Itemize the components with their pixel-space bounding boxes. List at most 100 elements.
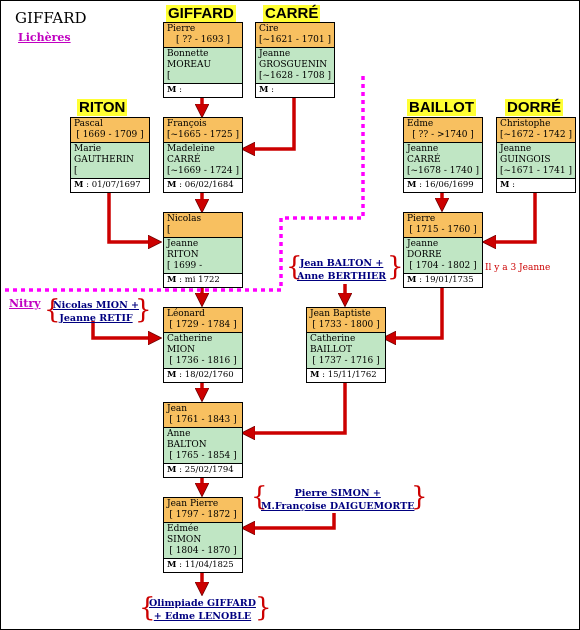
dotted-boundary xyxy=(3,76,365,292)
husband-cell: Cire[~1621 - 1701 ] xyxy=(256,23,334,48)
husband-cell: Pascal[ 1669 - 1709 ] xyxy=(71,118,149,143)
husband-name: Jean Baptiste xyxy=(310,309,371,319)
husband-name: François xyxy=(167,119,207,129)
marriage-row: M : mi 1722 xyxy=(164,274,242,287)
couple-link-simon-daiguemorte[interactable]: Pierre SIMON + M.Françoise DAIGUEMORTE xyxy=(261,487,414,513)
wife-name: Jeanne xyxy=(407,239,439,249)
wife-surname: CARRÉ xyxy=(167,155,201,165)
place-liche-res[interactable]: Lichères xyxy=(18,31,71,44)
surname-giffard: GIFFARD xyxy=(166,5,236,22)
husband-name: Edme xyxy=(407,119,434,129)
marriage-date: 25/02/1794 xyxy=(184,465,234,475)
brace-left-icon: { xyxy=(44,295,61,325)
couple-line1[interactable]: Nicolas MION + xyxy=(53,300,140,311)
marriage-label: M xyxy=(167,370,177,380)
husband-dates: [~1621 - 1701 ] xyxy=(259,35,331,45)
couple-line1[interactable]: Pierre SIMON + xyxy=(294,488,381,499)
connector-arrow xyxy=(107,191,159,242)
couple-line2[interactable]: Anne BERTHIER xyxy=(297,271,387,282)
wife-dates: [~1678 - 1740 ] xyxy=(407,166,479,176)
marriage-row: M : 16/06/1699 xyxy=(404,179,482,192)
marriage-label: M xyxy=(259,85,269,95)
wife-dates: [ xyxy=(167,71,171,81)
husband-name: Pascal xyxy=(74,119,103,129)
marriage-row: M : xyxy=(497,179,575,192)
marriage-label: M xyxy=(167,560,177,570)
marriage-row: M : 25/02/1794 xyxy=(164,464,242,477)
marriage-date: 16/06/1699 xyxy=(424,180,474,190)
wife-name: Jeanne xyxy=(500,144,532,154)
surname-baillot: BAILLOT xyxy=(407,99,476,116)
brace-left-icon: { xyxy=(139,593,156,623)
husband-dates: [~1665 - 1725 ] xyxy=(167,130,239,140)
husband-cell: Jean Baptiste[ 1733 - 1800 ] xyxy=(307,308,385,333)
marriage-row: M : 06/02/1684 xyxy=(164,179,242,192)
couple-line1[interactable]: Olimpiade GIFFARD xyxy=(149,598,256,609)
husband-cell: Pierre[ ?? - 1693 ] xyxy=(164,23,242,48)
marriage-date: 18/02/1760 xyxy=(184,370,234,380)
couple-line2[interactable]: Jeanne RETIF xyxy=(59,313,133,324)
wife-surname: MION xyxy=(167,345,196,355)
marriage-row: M : xyxy=(164,84,242,97)
husband-name: Pierre xyxy=(407,214,436,224)
husband-dates: [ 1729 - 1784 ] xyxy=(169,320,237,330)
wife-name: Catherine xyxy=(310,334,356,344)
brace-right-icon: } xyxy=(411,482,428,512)
husband-dates: [ xyxy=(167,225,171,235)
wife-dates: [~1671 - 1741 ] xyxy=(500,166,572,176)
wife-name: Catherine xyxy=(167,334,213,344)
wife-dates: [ 1699 - xyxy=(167,261,203,271)
wife-dates: [~1628 - 1708 ] xyxy=(259,71,331,81)
connector-arrow xyxy=(385,285,444,338)
page-title: GIFFARD xyxy=(15,9,87,27)
marriage-label: M xyxy=(500,180,510,190)
wife-surname: BALTON xyxy=(167,440,207,450)
husband-cell: Edme[ ?? - >1740 ] xyxy=(404,118,482,143)
brace-right-icon: } xyxy=(135,295,152,325)
couple-line2[interactable]: M.Françoise DAIGUEMORTE xyxy=(261,501,415,512)
brace-right-icon: } xyxy=(255,593,272,623)
husband-name: Jean Pierre xyxy=(167,499,219,509)
wife-surname: BAILLOT xyxy=(310,345,353,355)
marriage-date: mi 1722 xyxy=(184,275,220,285)
connector-arrow xyxy=(485,190,537,242)
marriage-label: M xyxy=(167,275,177,285)
marriage-label: M xyxy=(310,370,320,380)
couple-link-giffard-lenoble[interactable]: Olimpiade GIFFARD + Edme LENOBLE xyxy=(149,597,256,623)
husband-cell: Jean Pierre[ 1797 - 1872 ] xyxy=(164,498,242,523)
connector-arrow xyxy=(91,321,159,338)
couple-line2[interactable]: + Edme LENOBLE xyxy=(153,611,252,622)
wife-surname: SIMON xyxy=(167,535,202,545)
couple-link-balton-berthier[interactable]: Jean BALTON + Anne BERTHIER xyxy=(297,257,386,283)
marriage-label: M xyxy=(167,465,177,475)
husband-cell: Jean[ 1761 - 1843 ] xyxy=(164,403,242,428)
couple-link-mion-retif[interactable]: Nicolas MION + Jeanne RETIF xyxy=(53,299,139,325)
marriage-date: 11/04/1825 xyxy=(184,560,234,570)
couple-line1[interactable]: Jean BALTON + xyxy=(299,258,384,269)
surname-carre: CARRÉ xyxy=(263,5,321,22)
place-nitry[interactable]: Nitry xyxy=(9,297,41,310)
wife-dates: [ 1765 - 1854 ] xyxy=(169,451,237,461)
